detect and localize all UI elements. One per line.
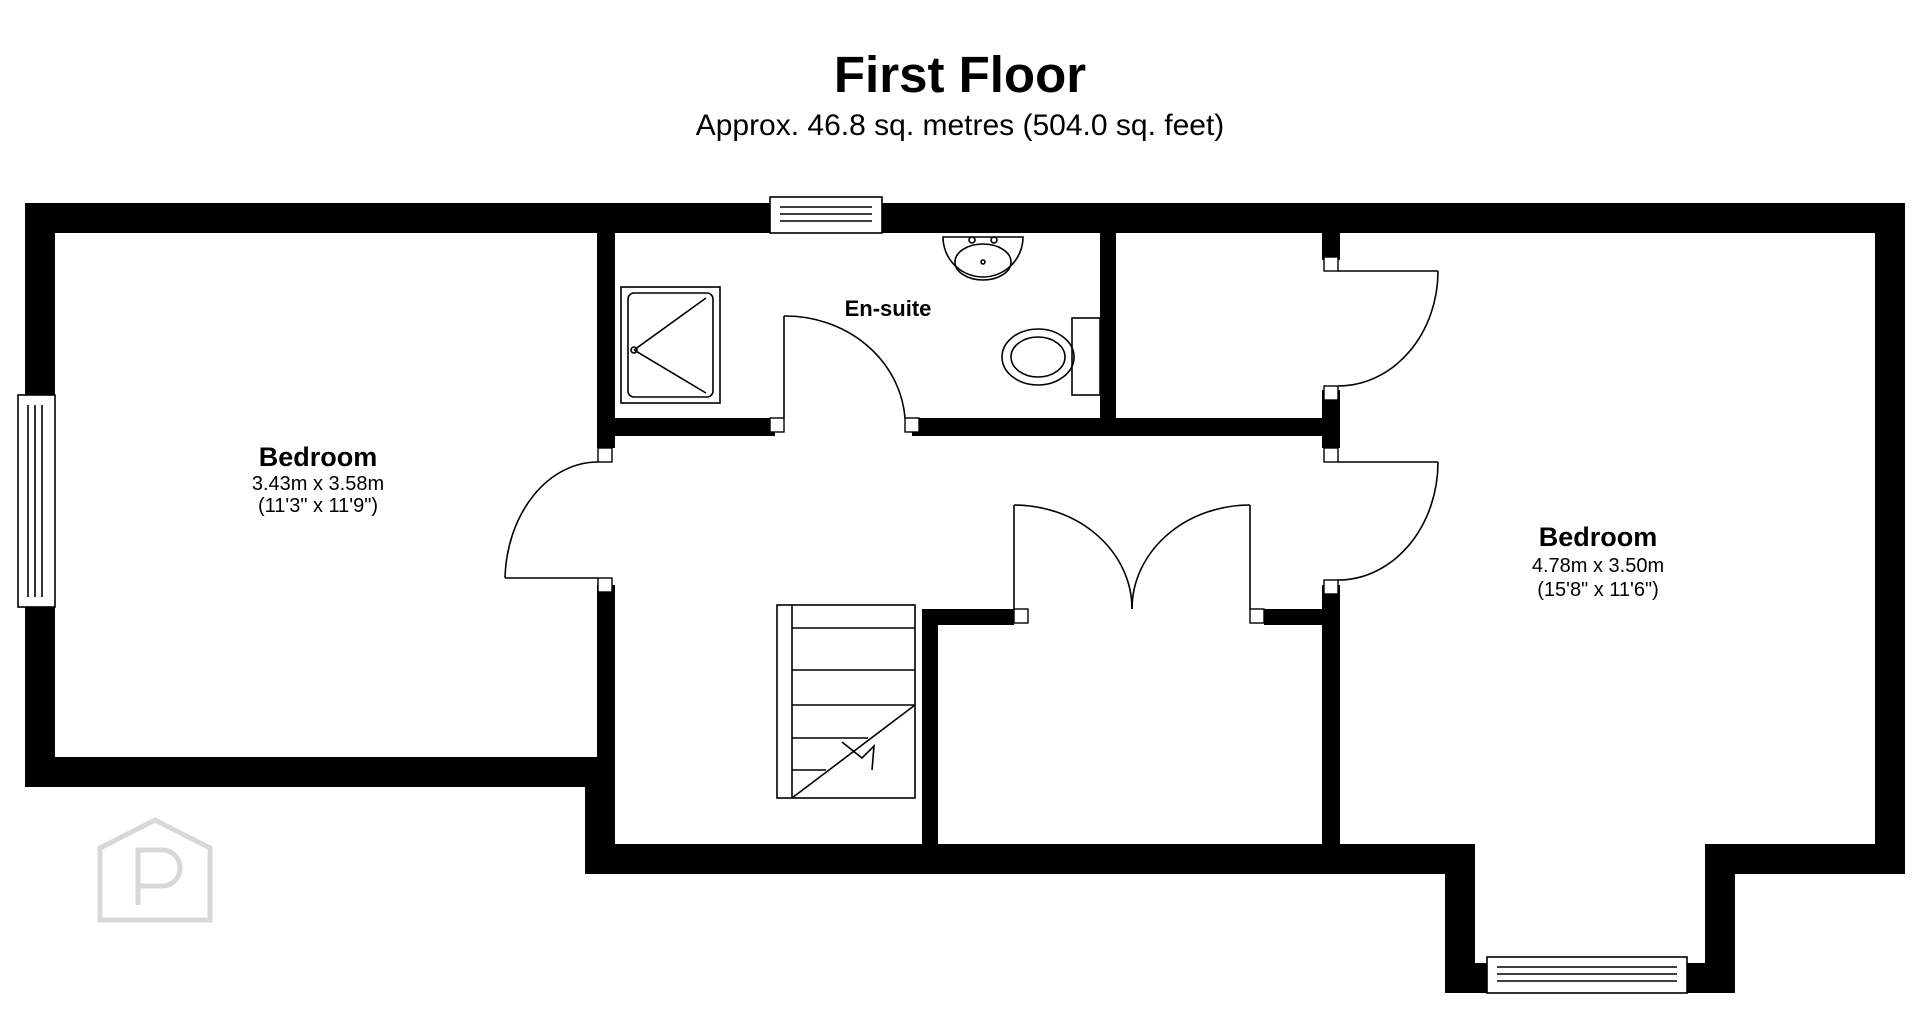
floor-title: First Floor: [834, 46, 1086, 103]
door-wardrobe-double: [1013, 504, 1265, 624]
shower-tray-icon: [620, 286, 721, 404]
staircase-icon: [776, 604, 916, 799]
room-dimensions-imperial: (15'8" x 11'6"): [1537, 579, 1659, 601]
room-label-bedroom-left: Bedroom 3.43m x 3.58m (11'3" x 11'9"): [252, 442, 384, 517]
door-ensuite: [769, 315, 920, 433]
room-label-ensuite: En-suite: [845, 296, 932, 321]
window-left: [17, 394, 56, 608]
room-name: Bedroom: [259, 442, 378, 472]
room-dimensions-metric: 3.43m x 3.58m: [252, 473, 384, 495]
window-top: [769, 196, 883, 234]
wash-basin-icon: [942, 236, 1024, 281]
room-name: En-suite: [845, 296, 932, 321]
room-name: Bedroom: [1539, 522, 1658, 552]
room-label-bedroom-right: Bedroom 4.78m x 3.50m (15'8" x 11'6"): [1532, 522, 1664, 601]
property-logo-icon: [97, 817, 213, 923]
toilet-icon: [1001, 317, 1101, 396]
interior-walls: [597, 233, 1340, 860]
door-cupboard-top: [1323, 256, 1439, 401]
window-bay: [1486, 956, 1688, 994]
door-left-bedroom: [504, 447, 613, 593]
door-right-bedroom: [1323, 447, 1439, 595]
room-dimensions-metric: 4.78m x 3.50m: [1532, 555, 1664, 577]
room-dimensions-imperial: (11'3" x 11'9"): [258, 495, 378, 517]
floor-area: Approx. 46.8 sq. metres (504.0 sq. feet): [696, 109, 1225, 142]
